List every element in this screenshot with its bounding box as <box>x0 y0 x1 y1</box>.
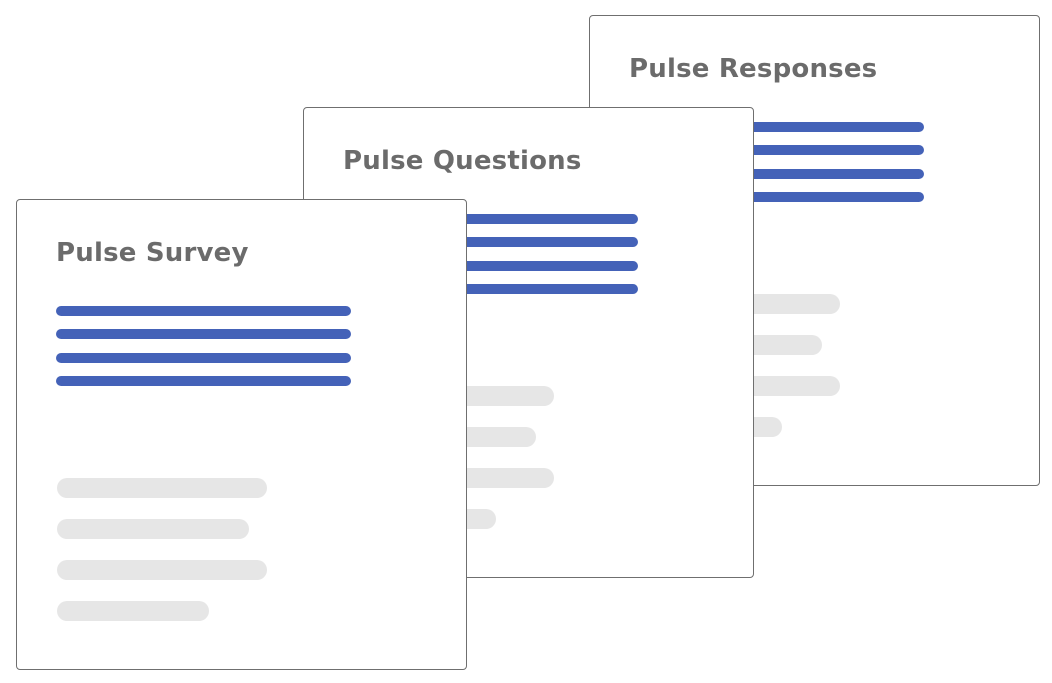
card-title: Pulse Survey <box>56 238 249 268</box>
highlight-line <box>629 145 924 155</box>
highlight-line <box>343 284 638 294</box>
highlight-line <box>343 237 638 247</box>
card-pulse-survey: Pulse Survey <box>16 199 467 670</box>
highlight-line <box>56 376 351 386</box>
placeholder-line <box>57 601 209 621</box>
placeholder-line <box>57 519 249 539</box>
highlight-line <box>56 329 351 339</box>
highlight-line <box>56 306 351 316</box>
card-title: Pulse Questions <box>343 146 582 176</box>
highlight-line <box>343 261 638 271</box>
highlight-line <box>629 169 924 179</box>
highlight-line <box>343 214 638 224</box>
card-title: Pulse Responses <box>629 54 878 84</box>
highlight-line <box>629 192 924 202</box>
placeholder-line <box>57 560 267 580</box>
highlight-line <box>56 353 351 363</box>
highlight-line <box>629 122 924 132</box>
placeholder-line <box>57 478 267 498</box>
